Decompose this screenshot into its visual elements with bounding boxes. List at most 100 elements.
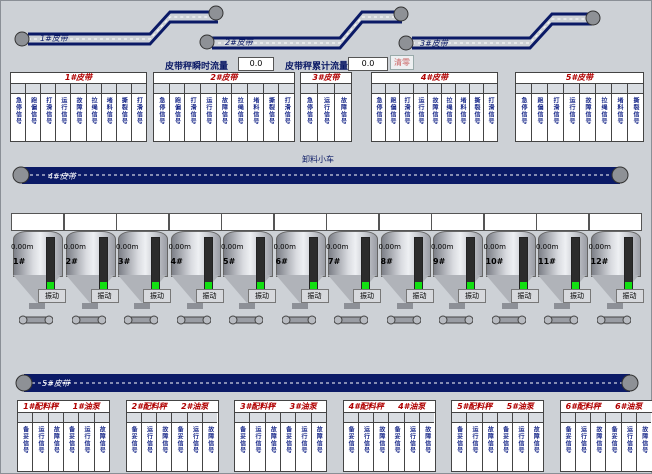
feeder-icon xyxy=(229,315,263,325)
silo-number: 11# xyxy=(538,257,556,266)
signal-label: 运行信号 xyxy=(191,426,199,454)
vibrate-button[interactable]: 振动 xyxy=(458,289,486,303)
signal-label: 运行信号 xyxy=(145,426,153,454)
pump-title-text: 2#油泵 xyxy=(181,402,209,411)
silo-body xyxy=(538,231,588,277)
signal-column: 故障信号 xyxy=(335,84,351,141)
signal-label: 运行信号 xyxy=(408,426,416,454)
pump-title: 4#油泵 xyxy=(389,401,435,412)
signal-label: 运行信号 xyxy=(579,426,587,454)
signal-indicator xyxy=(452,413,467,423)
silo-outlet xyxy=(606,303,623,309)
vibrate-button[interactable]: 振动 xyxy=(195,289,224,303)
signal-label: 急停信号 xyxy=(14,97,22,125)
signal-column: 故障信号 xyxy=(637,413,652,471)
silo-outlet xyxy=(291,303,308,309)
pump-title-text: 4#油泵 xyxy=(398,402,426,411)
vibrate-button[interactable]: 振动 xyxy=(405,289,434,303)
signal-indicator xyxy=(141,413,157,423)
feeder-icon xyxy=(491,315,526,325)
signal-label: 运行信号 xyxy=(625,426,633,454)
total-flow-value: 0.0 xyxy=(348,57,388,71)
vibrate-button[interactable]: 振动 xyxy=(353,289,381,303)
feeder-icon xyxy=(281,315,316,325)
belt-panel-title: 3#皮带 xyxy=(301,73,351,84)
signal-label: 堵料信号 xyxy=(105,97,113,125)
signal-label: 故障信号 xyxy=(486,426,494,454)
signal-label: 堵料信号 xyxy=(616,97,623,125)
vibrate-button[interactable]: 振动 xyxy=(38,289,66,303)
silo-level: 0.00m xyxy=(326,243,349,251)
signal-label: 运行信号 xyxy=(253,426,261,454)
silo-outlet xyxy=(501,303,518,309)
silo-level-gauge xyxy=(623,237,633,297)
signal-column: 故障信号 xyxy=(157,413,173,471)
signal-indicator xyxy=(63,413,79,423)
vibrate-button[interactable]: 振动 xyxy=(615,289,644,303)
signal-label: 备妥信号 xyxy=(501,426,509,454)
signal-label: 故障信号 xyxy=(423,426,431,454)
silo-level-gauge xyxy=(413,237,423,297)
signal-indicator xyxy=(628,84,643,94)
signal-label: 备妥信号 xyxy=(455,426,463,454)
signal-column: 运行信号 xyxy=(513,413,529,471)
scale-title: 3#配料秤 xyxy=(235,401,281,412)
signal-label: 故障信号 xyxy=(532,426,540,454)
signal-indicator xyxy=(101,84,116,94)
signal-column: 打滑信号 xyxy=(41,84,57,141)
vibrate-button[interactable]: 振动 xyxy=(300,289,329,303)
signal-label: 运行信号 xyxy=(417,97,424,125)
silo-level-fill xyxy=(467,281,474,296)
belt-2-label: 2#皮带 xyxy=(225,38,253,47)
signal-label: 跑偏信号 xyxy=(389,97,396,125)
feeder-icon xyxy=(386,315,421,325)
signal-label: 撕裂信号 xyxy=(473,97,480,125)
belt-1-shape[interactable] xyxy=(14,5,224,47)
signal-column: 备妥信号 xyxy=(452,413,468,471)
belt-3-shape[interactable] xyxy=(398,10,601,51)
belt-3-label: 3#皮带 xyxy=(420,39,448,48)
belt-4-shape[interactable] xyxy=(12,166,629,184)
signal-label: 备妥信号 xyxy=(238,426,246,454)
signal-indicator xyxy=(201,84,216,94)
belt-2-shape[interactable] xyxy=(199,6,409,50)
signal-indicator xyxy=(187,413,203,423)
silo-body xyxy=(485,231,536,277)
belt-5-shape[interactable] xyxy=(15,374,639,392)
vibrate-button[interactable]: 振动 xyxy=(90,289,119,303)
scale-title-text: 1#配料秤 xyxy=(23,402,59,411)
signal-label: 打滑信号 xyxy=(487,97,494,125)
signal-label: 故障信号 xyxy=(220,97,228,125)
signal-column: 急停信号 xyxy=(11,84,27,141)
silo-level: 0.00m xyxy=(116,243,139,251)
silo-number: 6# xyxy=(275,257,288,266)
silo-level-gauge xyxy=(518,237,528,297)
silo-outlet xyxy=(449,303,465,309)
signal-column: 打滑信号 xyxy=(400,84,414,141)
signal-label: 撕裂信号 xyxy=(632,97,639,125)
signal-indicator xyxy=(575,413,591,423)
vibrate-button[interactable]: 振动 xyxy=(510,289,539,303)
signal-column: 备妥信号 xyxy=(389,413,405,471)
silo-level-gauge xyxy=(203,237,213,297)
vibrate-button[interactable]: 振动 xyxy=(143,289,171,303)
hopper-value-box xyxy=(326,213,379,231)
signal-column: 备妥信号 xyxy=(126,413,142,471)
reset-button[interactable]: 清零 xyxy=(390,55,414,70)
hopper-value-box xyxy=(63,213,117,231)
silo-level-gauge xyxy=(308,237,318,297)
hopper-value-box xyxy=(588,213,642,231)
hopper-value-box xyxy=(483,213,537,231)
feeder-icon xyxy=(19,315,53,325)
signal-indicator xyxy=(564,84,579,94)
vibrate-button[interactable]: 振动 xyxy=(248,289,276,303)
silo-level-fill xyxy=(572,281,579,296)
vibrate-button[interactable]: 振动 xyxy=(563,289,591,303)
silo-level-fill xyxy=(414,281,422,296)
